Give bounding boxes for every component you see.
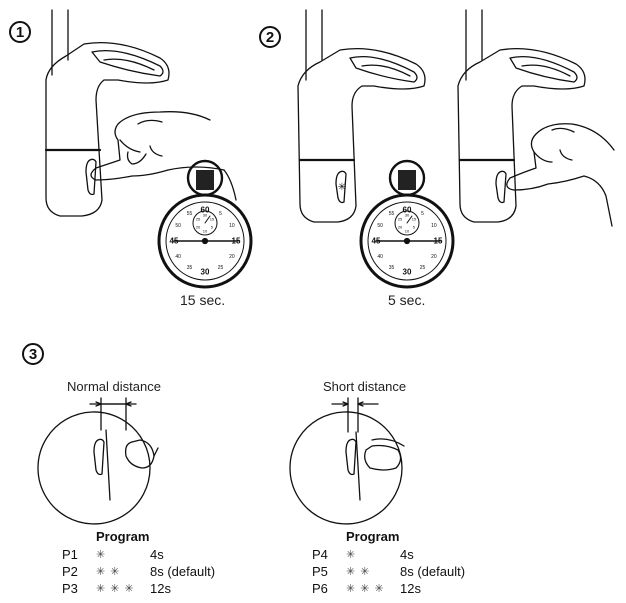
sensor-star-icon: ✳ ✳ ✳	[96, 583, 135, 595]
dial-number: 60	[402, 205, 412, 215]
dial-inner-number: 5	[210, 224, 214, 230]
faucet-step1	[44, 9, 170, 217]
detail-normal	[37, 397, 159, 525]
dial-inner-number: 25	[195, 216, 201, 222]
program-row: P5 ✳ ✳ 8s (default)	[312, 564, 510, 580]
dial-inner-number: 20	[195, 224, 201, 230]
dial-number: 50	[377, 222, 383, 229]
dial-number: 15	[433, 236, 443, 246]
caption-15-sec: 15 sec.	[180, 292, 226, 308]
dial-number: 60	[200, 205, 210, 215]
caption-5-sec: 5 sec.	[388, 292, 426, 308]
dial-number: 15	[231, 236, 241, 246]
hand-step2	[506, 123, 615, 227]
stopwatch-step1	[157, 159, 253, 289]
program-duration: 8s (default)	[400, 564, 466, 579]
dial-number: 20	[431, 253, 437, 260]
sensor-star-icon: ✳ ✳ ✳	[346, 583, 385, 595]
dial-number: 5	[421, 211, 424, 218]
dial-inner-number: 20	[397, 224, 403, 230]
program-title: Program	[346, 529, 400, 544]
dial-number: 20	[229, 253, 235, 260]
dial-number: 5	[219, 211, 222, 218]
detail-short	[289, 397, 405, 525]
dial-inner-number: 25	[397, 216, 403, 222]
dial-number: 45	[371, 236, 381, 246]
program-row: P6 ✳ ✳ ✳ 12s	[312, 581, 510, 597]
program-title: Program	[96, 529, 150, 544]
dial-number: 25	[419, 264, 426, 271]
dial-inner-number: 10	[404, 228, 410, 234]
dial-inner-number: 15	[209, 216, 215, 222]
sensor-star-icon: ✳	[346, 549, 357, 561]
sensor-star-icon: ✳	[96, 549, 107, 561]
step-badge-1: 1	[9, 21, 31, 43]
sensor-star-icon: ✳ ✳	[346, 566, 371, 578]
dial-number: 45	[169, 236, 179, 246]
program-duration: 12s	[150, 581, 171, 596]
program-id: P5	[312, 564, 328, 579]
program-duration: 4s	[400, 547, 414, 562]
program-id: P1	[62, 547, 78, 562]
label-short-distance: Short distance	[323, 379, 407, 394]
svg-text:✳: ✳	[338, 182, 346, 193]
dial-number: 35	[388, 264, 395, 271]
dial-number: 10	[431, 222, 437, 229]
program-duration: 8s (default)	[150, 564, 216, 579]
program-row: P4 ✳ 4s	[312, 547, 510, 563]
sensor-star-icon: ✳ ✳	[96, 566, 121, 578]
dial-inner-number: 5	[412, 224, 416, 230]
step-badge-2: 2	[259, 26, 281, 48]
stopwatch-step2	[359, 159, 455, 289]
program-row: P1 ✳ 4s	[62, 547, 260, 563]
dial-number: 30	[402, 267, 412, 277]
dial-number: 10	[229, 222, 235, 229]
dial-number: 55	[186, 211, 193, 218]
program-id: P6	[312, 581, 328, 596]
hand-step1	[90, 111, 237, 201]
program-duration: 4s	[150, 547, 164, 562]
faucet-step2b	[457, 9, 586, 223]
label-normal-distance: Normal distance	[67, 379, 161, 394]
dial-number: 35	[186, 264, 193, 271]
dial-inner-number: 10	[202, 228, 208, 234]
dial-inner-number: 15	[411, 216, 417, 222]
dial-number: 30	[200, 267, 210, 277]
dial-number: 40	[175, 253, 181, 260]
step-badge-3: 3	[22, 343, 44, 365]
program-duration: 12s	[400, 581, 421, 596]
dial-inner-number: 30	[202, 212, 208, 218]
dial-number: 50	[175, 222, 181, 229]
dial-number: 55	[388, 211, 395, 218]
program-id: P2	[62, 564, 78, 579]
dial-inner-number: 30	[404, 212, 410, 218]
dial-number: 25	[217, 264, 224, 271]
dial-number: 40	[377, 253, 383, 260]
program-id: P4	[312, 547, 328, 562]
faucet-step2a: ✳	[297, 9, 426, 223]
program-row: P2 ✳ ✳ 8s (default)	[62, 564, 260, 580]
program-row: P3 ✳ ✳ ✳ 12s	[62, 581, 260, 597]
program-id: P3	[62, 581, 78, 596]
